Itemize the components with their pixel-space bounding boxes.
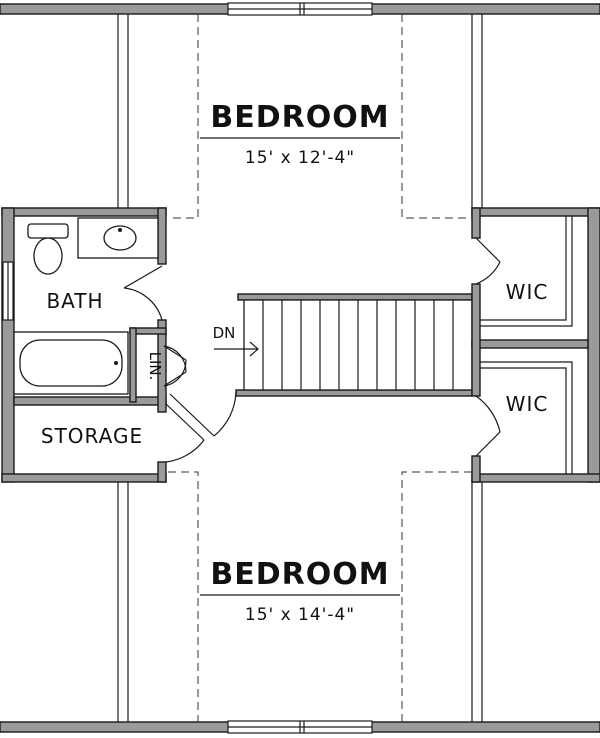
- knee-walls: [117, 14, 483, 722]
- storage-door-swing: [165, 391, 237, 463]
- left-wing-walls: [1, 207, 167, 483]
- right-wing-walls: [471, 207, 600, 483]
- toilet: [27, 223, 69, 275]
- storage-label: STORAGE: [41, 424, 143, 448]
- ceiling-slope-lines: [168, 14, 472, 722]
- bath-door-swing: [123, 265, 163, 321]
- top-exterior-wall: [0, 2, 600, 16]
- stairway: [214, 293, 473, 397]
- linen-label: LIN.: [146, 352, 164, 381]
- bedroom-top-dims: 15' x 12'-4": [245, 148, 355, 168]
- bedroom-bottom-name: BEDROOM: [210, 557, 389, 592]
- wic-upper-label: WIC: [506, 280, 549, 304]
- wic-upper-door-swing: [475, 237, 501, 285]
- wic-lower-door-swing: [475, 395, 501, 457]
- linen-door-swing: [163, 345, 187, 387]
- wic-lower-label: WIC: [506, 392, 549, 416]
- bedroom-bottom-dims: 15' x 14'-4": [245, 605, 355, 625]
- bedroom-top-name: BEDROOM: [210, 100, 389, 135]
- bathtub: [13, 331, 129, 395]
- bottom-exterior-wall: [0, 720, 600, 734]
- vanity-sink: [77, 217, 159, 259]
- stairs-direction-label: DN: [213, 324, 236, 342]
- bath-label: BATH: [46, 289, 103, 313]
